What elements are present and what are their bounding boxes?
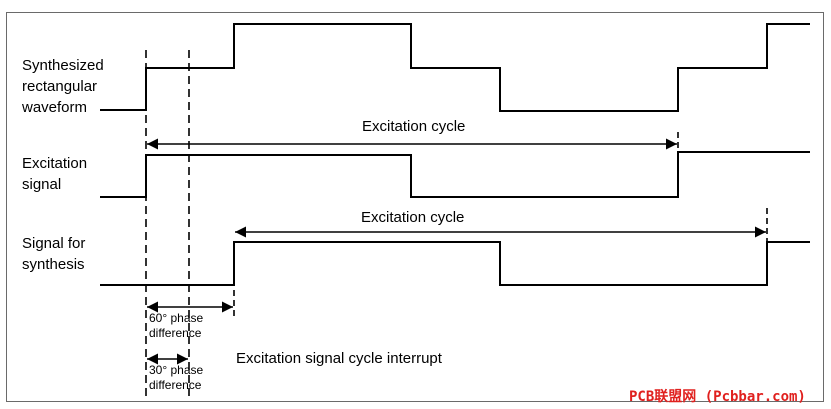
synthesis-signal-waveform: [100, 241, 810, 286]
label-synthesized-waveform: Synthesized rectangular waveform: [22, 57, 104, 116]
excitation-cycle-label-top: Excitation cycle: [362, 118, 466, 135]
phase-60-label: 60° phase difference: [149, 311, 204, 340]
label-signal-for-synthesis: Signal for synthesis: [22, 235, 86, 273]
diagram-frame: [6, 12, 824, 402]
watermark: PCB联盟网 (Pcbbar.com): [629, 389, 806, 405]
phase-30-label: 30° phase difference: [149, 363, 204, 392]
label-excitation-signal: Excitation signal: [22, 155, 88, 193]
synthesized-waveform: [100, 23, 810, 112]
excitation-signal-waveform: [100, 151, 810, 198]
cycle-interrupt-label: Excitation signal cycle interrupt: [236, 350, 442, 367]
excitation-cycle-label-bottom: Excitation cycle: [361, 209, 465, 226]
